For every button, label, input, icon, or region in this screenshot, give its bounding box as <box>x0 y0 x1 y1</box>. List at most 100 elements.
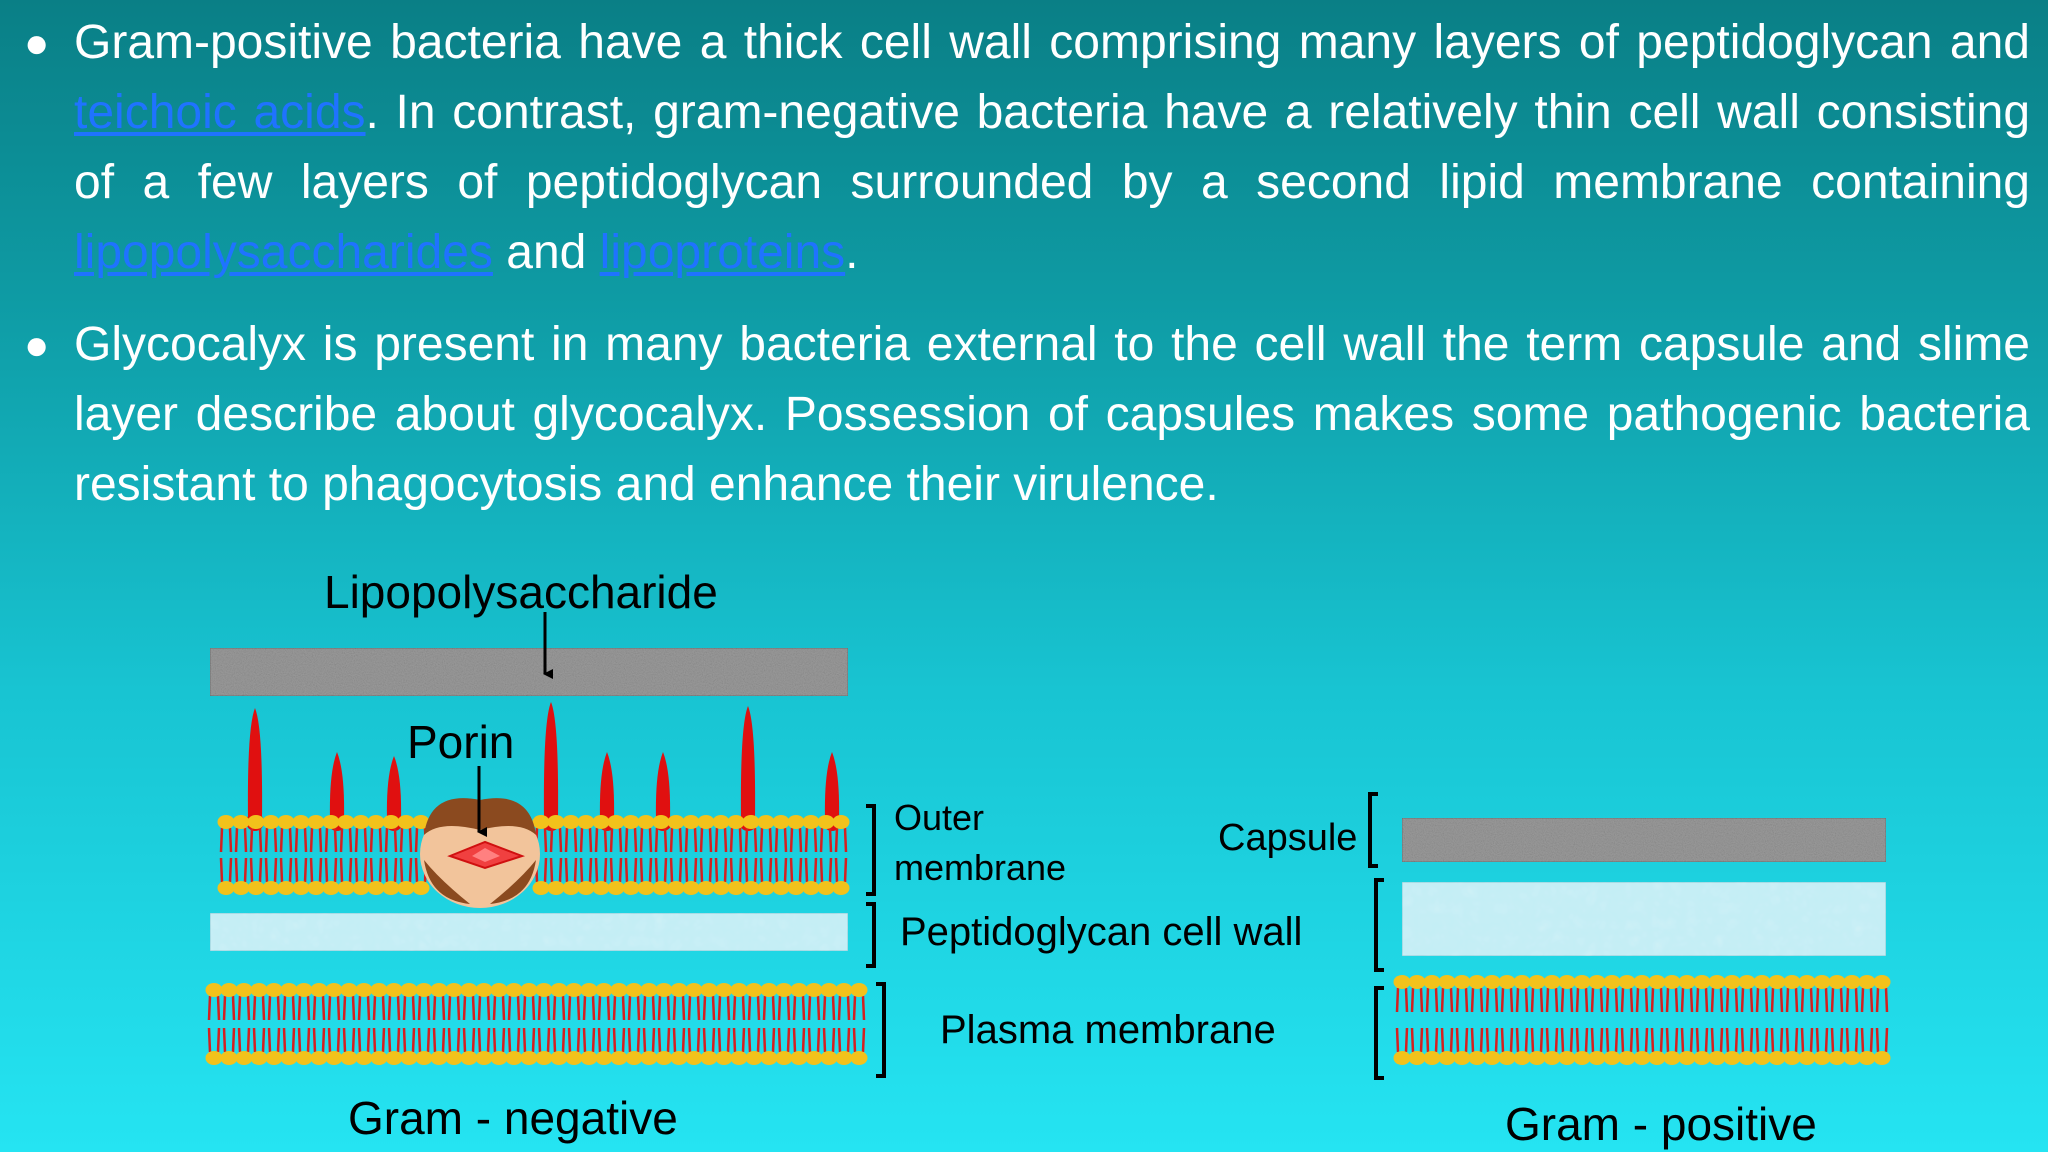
lipid-head <box>592 815 610 829</box>
lipid-tail <box>417 1027 431 1053</box>
lipid-tail <box>522 995 536 1021</box>
lipid-tail <box>837 1027 851 1053</box>
lipid-head <box>250 983 268 997</box>
lipid-head <box>250 1051 268 1065</box>
link-lipoproteins[interactable]: lipoproteins <box>599 226 846 279</box>
lipid-tail <box>852 1027 866 1053</box>
lipid-head <box>367 815 385 829</box>
lipid-tail <box>699 857 713 883</box>
lipid-head <box>232 815 250 829</box>
lipid-head <box>685 1051 703 1065</box>
lipid-tail <box>669 827 683 853</box>
lipid-tail <box>834 827 848 853</box>
lps-spike <box>543 702 559 820</box>
lipid-tail <box>462 1027 476 1053</box>
lipid-head <box>1753 975 1771 989</box>
lipid-head <box>1438 975 1456 989</box>
lipid-head <box>1453 975 1471 989</box>
lipid-head <box>1858 975 1876 989</box>
lipid-tail <box>609 827 623 853</box>
lipid-tail <box>1545 987 1559 1013</box>
lipid-head <box>640 1051 658 1065</box>
lipid-tail <box>267 1027 281 1053</box>
label-capsule: Capsule <box>1218 817 1357 859</box>
lipid-tail <box>354 827 368 853</box>
lipid-head <box>1873 1051 1891 1065</box>
lipid-tail <box>222 995 236 1021</box>
lipid-tail <box>1440 1027 1454 1053</box>
lipid-head <box>325 983 343 997</box>
lipid-tail <box>1440 987 1454 1013</box>
lipid-tail <box>1800 987 1814 1013</box>
lipid-tail <box>789 827 803 853</box>
lipid-tail <box>687 995 701 1021</box>
lipid-head <box>1528 1051 1546 1065</box>
lipid-head <box>1813 975 1831 989</box>
lipid-head <box>235 983 253 997</box>
lipid-head <box>505 983 523 997</box>
lipid-head <box>775 1051 793 1065</box>
lipid-tail <box>234 857 248 883</box>
lipid-head <box>1723 975 1741 989</box>
link-teichoic-acids[interactable]: teichoic acids <box>74 86 366 139</box>
lipid-tail <box>1395 987 1409 1013</box>
label-outer: Outer <box>894 797 984 838</box>
lps-spikes <box>246 702 841 831</box>
lipid-tail <box>1515 1027 1529 1053</box>
lipid-tail <box>684 827 698 853</box>
lipid-head <box>352 815 370 829</box>
lipid-tail <box>1650 1027 1664 1053</box>
lipid-tail <box>282 995 296 1021</box>
lipid-head <box>262 881 280 895</box>
lipid-tail <box>342 995 356 1021</box>
lipid-tail <box>252 1027 266 1053</box>
lipid-tail <box>1485 1027 1499 1053</box>
lipid-head <box>1498 975 1516 989</box>
lipid-tail <box>624 827 638 853</box>
lipid-tail <box>729 857 743 883</box>
lipid-head <box>637 815 655 829</box>
lipid-head <box>727 815 745 829</box>
lipid-tail <box>432 995 446 1021</box>
lipid-head <box>547 881 565 895</box>
lipid-head <box>385 1051 403 1065</box>
lipid-tail <box>624 857 638 883</box>
lipid-head <box>1408 1051 1426 1065</box>
lipid-head <box>490 1051 508 1065</box>
lipid-head <box>1798 1051 1816 1065</box>
lipid-head <box>430 983 448 997</box>
lipid-tail <box>1710 1027 1724 1053</box>
label-porin: Porin <box>407 716 514 768</box>
lipid-head <box>1783 975 1801 989</box>
lipid-tail <box>1545 1027 1559 1053</box>
bracket-capsule <box>1368 792 1378 868</box>
lipid-head <box>367 881 385 895</box>
lipid-head <box>1453 1051 1471 1065</box>
lipid-tail <box>1590 987 1604 1013</box>
lipid-head <box>415 1051 433 1065</box>
lipid-tail <box>729 827 743 853</box>
lipid-tail <box>369 827 383 853</box>
lipid-tail <box>1605 987 1619 1013</box>
lipid-tail <box>822 1027 836 1053</box>
lipid-head <box>1783 1051 1801 1065</box>
lipid-head <box>697 815 715 829</box>
lipid-tail <box>579 827 593 853</box>
lipid-head <box>370 1051 388 1065</box>
lipid-head <box>787 815 805 829</box>
link-lipopolysaccharides[interactable]: lipopolysaccharides <box>74 226 493 279</box>
lipid-tail <box>717 1027 731 1053</box>
lipid-tail <box>492 995 506 1021</box>
lipid-head <box>1603 1051 1621 1065</box>
lipid-head <box>382 815 400 829</box>
lipid-tail <box>714 857 728 883</box>
lipid-head <box>217 815 235 829</box>
lipid-head <box>277 815 295 829</box>
lipid-head <box>667 815 685 829</box>
lipid-head <box>460 983 478 997</box>
lipid-head <box>307 815 325 829</box>
lipid-tail <box>642 1027 656 1053</box>
lipid-head <box>850 983 868 997</box>
lipid-tail <box>612 1027 626 1053</box>
lipid-tail <box>1875 987 1889 1013</box>
